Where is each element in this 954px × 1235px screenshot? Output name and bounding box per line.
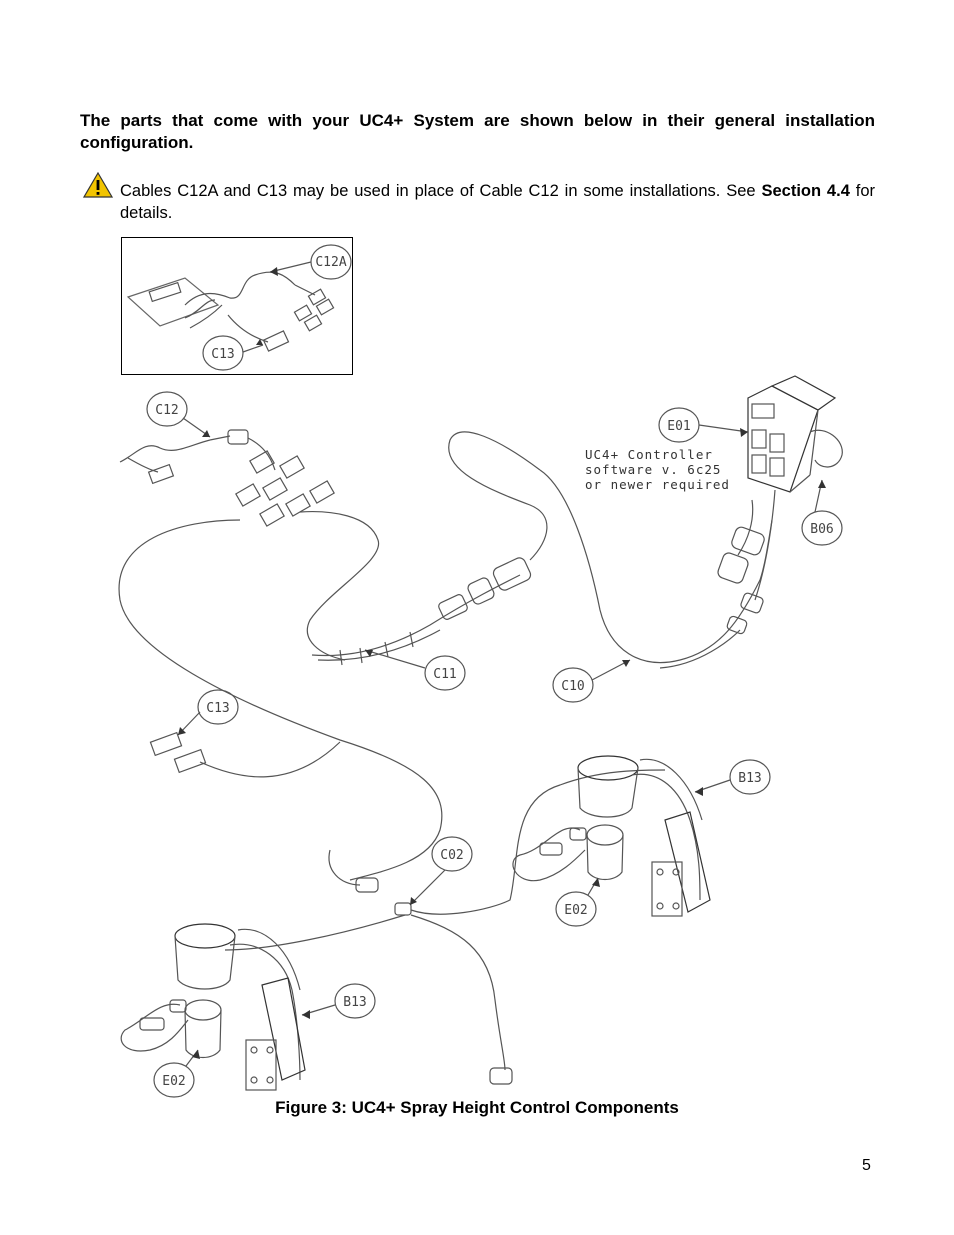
warning-icon bbox=[83, 172, 113, 198]
label-b06: B06 bbox=[810, 522, 833, 537]
label-c13-inset: C13 bbox=[211, 347, 234, 362]
section-reference: Section 4.4 bbox=[761, 182, 850, 200]
label-c10: C10 bbox=[561, 679, 584, 694]
label-b13-left: B13 bbox=[343, 995, 366, 1010]
controller-note-line-1: UC4+ Controller bbox=[585, 447, 713, 462]
label-c12: C12 bbox=[155, 403, 178, 418]
controller-note-line-3: or newer required bbox=[585, 477, 730, 492]
label-e02-right: E02 bbox=[564, 903, 587, 918]
alternate-cables-inset bbox=[121, 237, 353, 375]
label-c11: C11 bbox=[433, 667, 456, 682]
page-number: 5 bbox=[862, 1157, 871, 1174]
label-c02: C02 bbox=[440, 848, 463, 863]
label-e02-left: E02 bbox=[162, 1074, 185, 1089]
label-c12a: C12A bbox=[315, 255, 346, 270]
controller-note-line-2: software v. 6c25 bbox=[585, 462, 721, 477]
figure-caption: Figure 3: UC4+ Spray Height Control Comp… bbox=[275, 1098, 679, 1117]
installation-note: Cables C12A and C13 may be used in place… bbox=[120, 180, 875, 224]
note-text: Cables C12A and C13 may be used in place… bbox=[120, 182, 762, 200]
label-c13: C13 bbox=[206, 701, 229, 716]
note-text-end: for details. bbox=[120, 182, 875, 222]
label-b13-right: B13 bbox=[738, 771, 761, 786]
intro-paragraph: The parts that come with your UC4+ Syste… bbox=[80, 111, 875, 152]
label-e01: E01 bbox=[667, 419, 690, 434]
